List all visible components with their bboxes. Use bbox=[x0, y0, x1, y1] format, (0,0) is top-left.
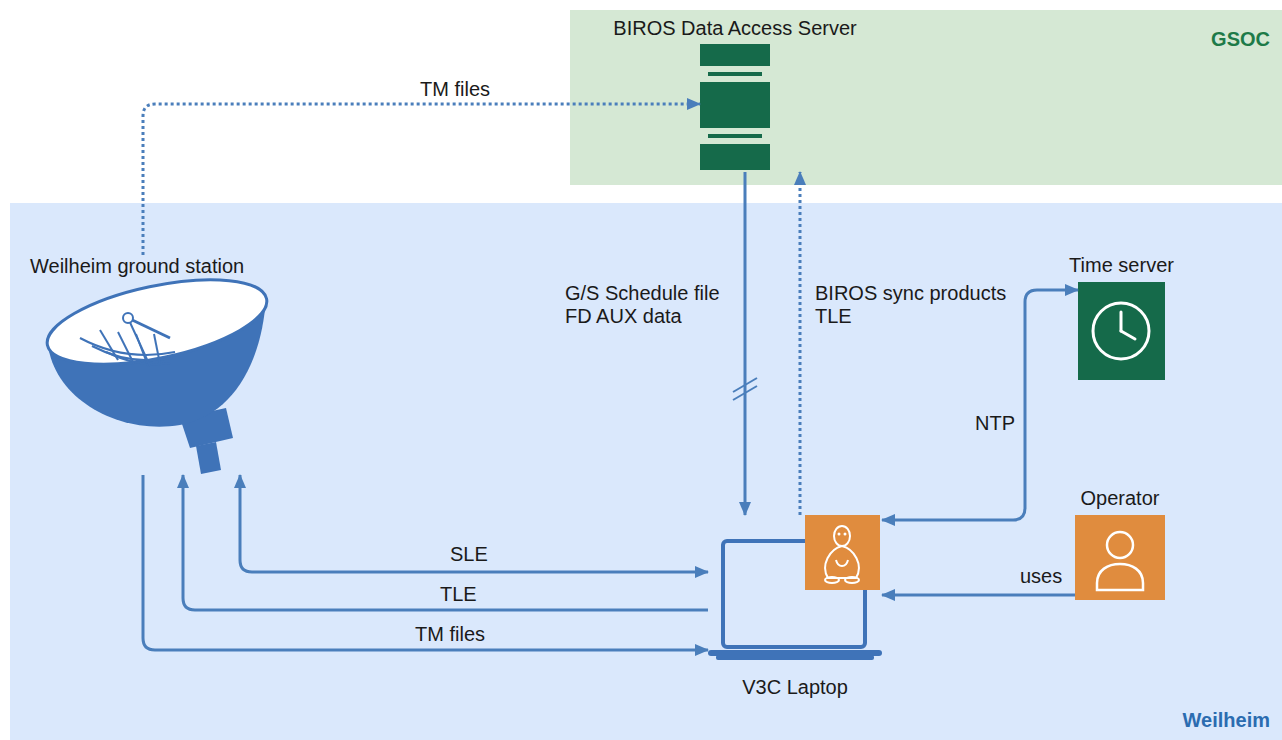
svg-circle bbox=[1093, 303, 1149, 359]
svg-polygon bbox=[196, 442, 221, 474]
svg-rect bbox=[805, 515, 880, 590]
svg-rect bbox=[708, 650, 882, 656]
region-label: GSOC bbox=[1211, 28, 1270, 51]
svg-path bbox=[80, 338, 175, 355]
edge-label: SLE bbox=[450, 543, 488, 566]
person-icon bbox=[1097, 532, 1143, 590]
svg-circle bbox=[844, 533, 847, 536]
edge-label: TM files bbox=[420, 78, 490, 101]
node-label: Weilheim ground station bbox=[30, 255, 244, 278]
region-label: Weilheim bbox=[1183, 709, 1270, 732]
node-label: V3C Laptop bbox=[742, 676, 848, 699]
svg-rect bbox=[700, 144, 770, 170]
server-node: BIROS Data Access Server bbox=[700, 44, 830, 172]
break-mark bbox=[733, 378, 757, 400]
edge-label: BIROS sync products TLE bbox=[815, 282, 1020, 328]
region-band: GSOC BIROS Data Access Server bbox=[570, 10, 1282, 185]
svg-path bbox=[733, 378, 757, 392]
svg-path bbox=[136, 334, 148, 366]
svg-path bbox=[825, 546, 859, 578]
svg-ellipse bbox=[40, 264, 274, 381]
node-label: Operator bbox=[1081, 487, 1160, 510]
svg-path bbox=[48, 298, 266, 427]
svg-rect bbox=[716, 655, 874, 660]
ground-station-node: Weilheim ground station bbox=[30, 255, 280, 475]
svg-ellipse bbox=[834, 526, 850, 546]
node-label: BIROS Data Access Server bbox=[613, 17, 856, 40]
laptop-node: V3C Laptop bbox=[708, 515, 882, 662]
svg-polygon bbox=[180, 408, 233, 448]
svg-circle bbox=[123, 313, 133, 323]
svg-path bbox=[154, 334, 160, 364]
dish-antenna bbox=[40, 264, 274, 474]
edge-label: TLE bbox=[440, 583, 477, 606]
edge-label: TM files bbox=[415, 623, 485, 646]
edge-label: uses bbox=[1020, 565, 1062, 588]
svg-path bbox=[1121, 331, 1135, 339]
svg-ellipse bbox=[825, 577, 839, 583]
server-icon bbox=[700, 44, 770, 170]
svg-path bbox=[836, 560, 848, 566]
svg-rect bbox=[708, 72, 762, 76]
svg-rect bbox=[708, 134, 762, 138]
svg-circle bbox=[838, 533, 841, 536]
svg-path bbox=[1097, 564, 1143, 590]
svg-path bbox=[128, 318, 170, 338]
svg-path bbox=[1120, 312, 1123, 331]
clock-icon bbox=[1093, 303, 1149, 359]
edge-label: G/S Schedule file FD AUX data bbox=[565, 282, 740, 328]
laptop-icon bbox=[708, 541, 882, 660]
svg-rect bbox=[700, 82, 770, 128]
svg-rect bbox=[723, 541, 865, 647]
svg-path bbox=[100, 330, 118, 360]
svg-ellipse bbox=[845, 577, 859, 583]
node-label: Time server bbox=[1069, 254, 1174, 277]
svg-path bbox=[128, 318, 150, 366]
operator-box: Operator bbox=[1075, 515, 1165, 600]
edge-label: NTP bbox=[975, 412, 1015, 435]
linux-icon bbox=[805, 515, 880, 590]
svg-path bbox=[92, 346, 172, 360]
svg-circle bbox=[1107, 532, 1133, 558]
time-server-box: Time server bbox=[1078, 282, 1165, 380]
svg-g bbox=[825, 526, 859, 583]
svg-path bbox=[118, 332, 134, 364]
svg-path bbox=[106, 352, 170, 364]
svg-g bbox=[80, 330, 175, 366]
svg-path bbox=[733, 386, 757, 400]
svg-rect bbox=[700, 44, 770, 66]
